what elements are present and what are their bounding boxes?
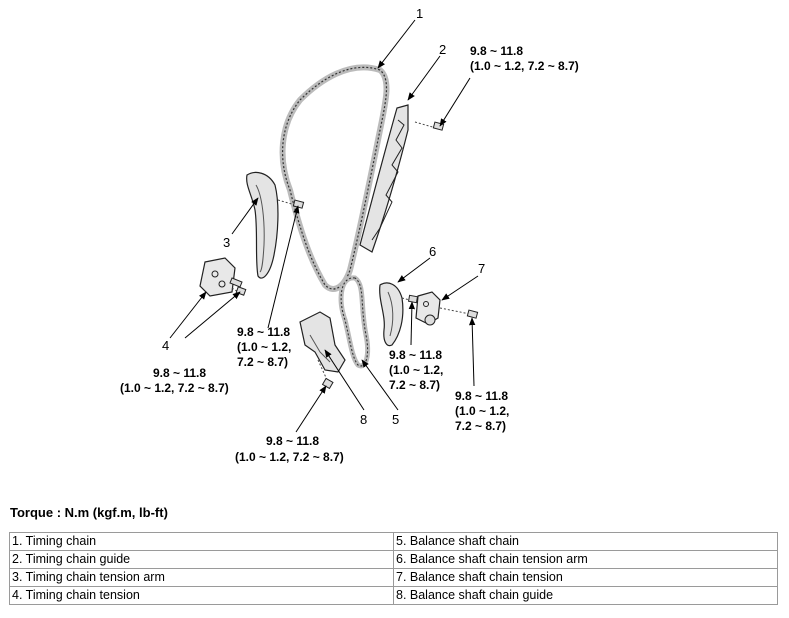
balance-shaft-chain-guide — [299, 311, 346, 373]
timing-chain-guide — [359, 104, 409, 253]
callout-4: 4 — [162, 338, 169, 353]
svg-text:9.8 ~ 11.8: 9.8 ~ 11.8 — [470, 44, 523, 58]
leader-lines — [169, 19, 479, 433]
svg-text:9.8 ~ 11.8: 9.8 ~ 11.8 — [266, 434, 319, 448]
callout-2: 2 — [439, 42, 446, 57]
svg-text:(1.0 ~ 1.2,: (1.0 ~ 1.2, — [237, 340, 291, 354]
svg-text:7.2 ~ 8.7): 7.2 ~ 8.7) — [389, 378, 440, 392]
svg-text:9.8 ~ 11.8: 9.8 ~ 11.8 — [389, 348, 442, 362]
torque-spec-left-mid: 9.8 ~ 11.8 (1.0 ~ 1.2, 7.2 ~ 8.7) — [237, 325, 291, 369]
callout-7: 7 — [478, 261, 485, 276]
callout-3: 3 — [223, 235, 230, 250]
legend-item: 5. Balance shaft chain — [393, 532, 778, 551]
svg-text:7.2 ~ 8.7): 7.2 ~ 8.7) — [455, 419, 506, 433]
svg-text:(1.0 ~ 1.2, 7.2 ~ 8.7): (1.0 ~ 1.2, 7.2 ~ 8.7) — [120, 381, 229, 395]
svg-text:(1.0 ~ 1.2,: (1.0 ~ 1.2, — [389, 363, 443, 377]
callout-6: 6 — [429, 244, 436, 259]
legend-item: 3. Timing chain tension arm — [9, 568, 394, 587]
table-row: 4. Timing chain tension 8. Balance shaft… — [9, 586, 778, 605]
balance-shaft-chain-tensioner — [415, 291, 441, 326]
svg-text:9.8 ~ 11.8: 9.8 ~ 11.8 — [153, 366, 206, 380]
callout-8: 8 — [360, 412, 367, 427]
callout-1: 1 — [416, 6, 423, 21]
svg-text:7.2 ~ 8.7): 7.2 ~ 8.7) — [237, 355, 288, 369]
legend-item: 4. Timing chain tension — [9, 586, 394, 605]
torque-spec-left-bottom: 9.8 ~ 11.8 (1.0 ~ 1.2, 7.2 ~ 8.7) — [120, 366, 229, 395]
balance-shaft-chain-tension-arm — [379, 282, 404, 347]
table-row: 1. Timing chain 5. Balance shaft chain — [9, 532, 778, 551]
timing-chain-tensioner — [199, 257, 243, 297]
svg-text:9.8 ~ 11.8: 9.8 ~ 11.8 — [455, 389, 508, 403]
exploded-parts-diagram: 1 2 3 4 5 6 7 8 9.8 ~ 11.8 (1.0 ~ 1.2, 7… — [120, 6, 579, 464]
legend-item: 7. Balance shaft chain tension — [393, 568, 778, 587]
svg-text:9.8 ~ 11.8: 9.8 ~ 11.8 — [237, 325, 290, 339]
legend-item: 2. Timing chain guide — [9, 550, 394, 569]
legend-item: 1. Timing chain — [9, 532, 394, 551]
torque-spec-top-right: 9.8 ~ 11.8 (1.0 ~ 1.2, 7.2 ~ 8.7) — [470, 44, 579, 73]
timing-chain — [279, 64, 390, 292]
svg-text:(1.0 ~ 1.2, 7.2 ~ 8.7): (1.0 ~ 1.2, 7.2 ~ 8.7) — [470, 59, 579, 73]
legend-item: 6. Balance shaft chain tension arm — [393, 550, 778, 569]
torque-spec-center-bottom: 9.8 ~ 11.8 (1.0 ~ 1.2, 7.2 ~ 8.7) — [235, 434, 344, 464]
table-row: 3. Timing chain tension arm 7. Balance s… — [9, 568, 778, 587]
balance-shaft-chain — [338, 275, 371, 369]
timing-chain-tension-arm — [246, 171, 279, 279]
torque-units-heading: Torque : N.m (kgf.m, lb-ft) — [10, 505, 168, 520]
table-row: 2. Timing chain guide 6. Balance shaft c… — [9, 550, 778, 569]
svg-text:(1.0 ~ 1.2,: (1.0 ~ 1.2, — [455, 404, 509, 418]
svg-text:(1.0 ~ 1.2, 7.2 ~ 8.7): (1.0 ~ 1.2, 7.2 ~ 8.7) — [235, 450, 344, 464]
callout-5: 5 — [392, 412, 399, 427]
legend-item: 8. Balance shaft chain guide — [393, 586, 778, 605]
torque-spec-right-bottom: 9.8 ~ 11.8 (1.0 ~ 1.2, 7.2 ~ 8.7) — [455, 389, 509, 433]
torque-spec-right-mid: 9.8 ~ 11.8 (1.0 ~ 1.2, 7.2 ~ 8.7) — [389, 348, 443, 392]
parts-legend-table: 1. Timing chain 5. Balance shaft chain 2… — [9, 532, 778, 605]
